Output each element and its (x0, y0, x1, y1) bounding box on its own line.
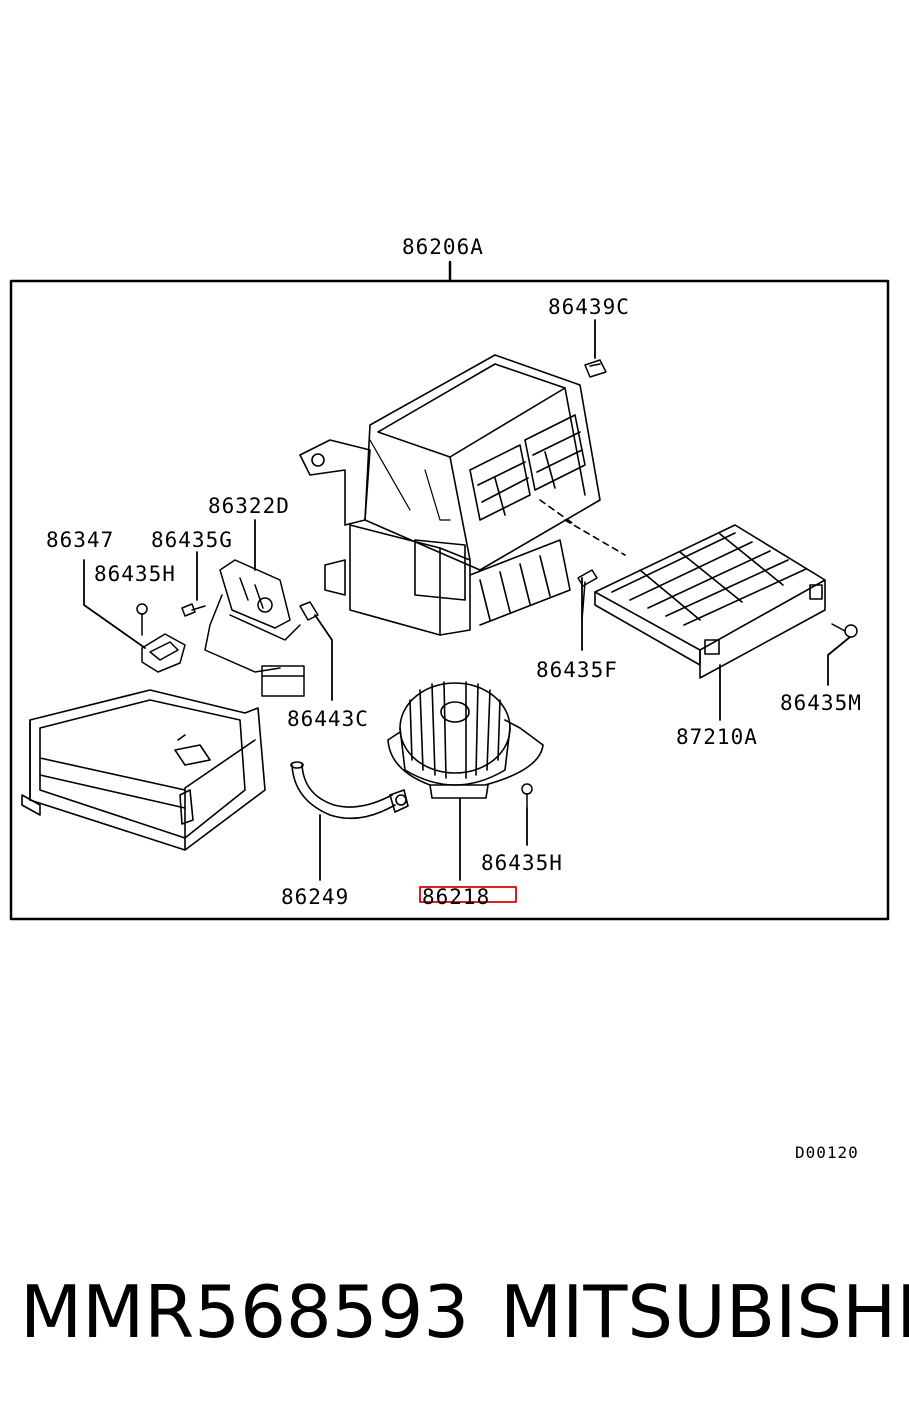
clip-nut-86439c (584, 359, 607, 378)
label-87210a: 87210A (676, 725, 758, 749)
label-86435h-bottom: 86435H (481, 851, 563, 875)
label-86435m: 86435M (780, 691, 862, 715)
label-86443c: 86443C (287, 707, 369, 731)
resistor-86347 (141, 633, 186, 673)
screw-86435h-top (136, 603, 148, 636)
label-86347: 86347 (46, 528, 114, 552)
drawing-code: D00120 (795, 1143, 859, 1162)
screw-86435g (181, 603, 206, 617)
screw-86435f (577, 569, 598, 621)
cabin-filter-drawing (594, 524, 826, 679)
label-86218: 86218 (422, 885, 490, 909)
screw-86435h-bottom (521, 783, 533, 809)
label-86435f: 86435F (536, 658, 618, 682)
brand-name: MITSUBISHI (500, 1270, 909, 1354)
clip-86443c (299, 601, 319, 621)
footer: MMR568593 MITSUBISHI (0, 1270, 909, 1370)
screw-86435m (831, 623, 858, 638)
highlight-box-86218 (419, 886, 517, 903)
drain-hose-drawing (290, 761, 409, 820)
label-86435g: 86435G (151, 528, 233, 552)
label-86439c: 86439C (548, 295, 630, 319)
blower-housing-drawing (299, 354, 626, 636)
label-86435h-top: 86435H (94, 562, 176, 586)
blower-motor-drawing (387, 681, 544, 799)
label-86249: 86249 (281, 885, 349, 909)
label-86322d: 86322D (208, 494, 290, 518)
resistor-bracket-drawing (204, 559, 305, 697)
label-86206a: 86206A (402, 235, 484, 259)
part-number: MMR568593 (20, 1270, 470, 1354)
air-inlet-duct-drawing (21, 689, 266, 851)
